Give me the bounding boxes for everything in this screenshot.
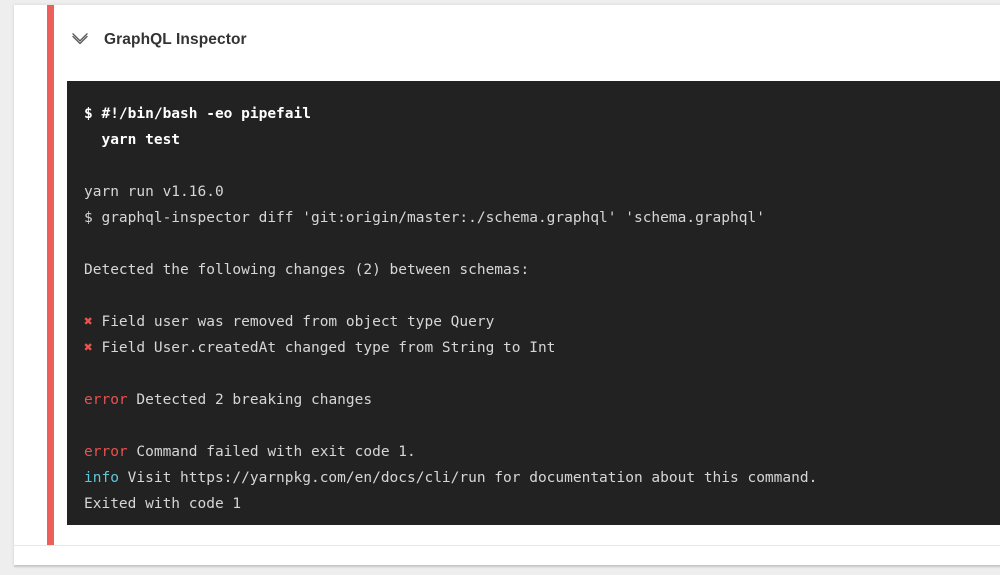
terminal-line xyxy=(84,153,1000,179)
terminal-line: yarn test xyxy=(84,132,181,148)
build-step-card: GraphQL Inspector $ #!/bin/bash -eo pipe… xyxy=(14,4,1000,565)
terminal-line: Exited with code 1 xyxy=(84,496,242,512)
log-level-tag-error: error xyxy=(84,392,128,408)
breaking-change-icon: ✖ xyxy=(84,314,93,330)
terminal-line: yarn run v1.16.0 xyxy=(84,184,224,200)
chevron-down-icon[interactable] xyxy=(68,28,92,52)
terminal-line: error Command failed with exit code 1. xyxy=(84,439,1000,465)
breaking-change-text: Field user was removed from object type … xyxy=(92,314,495,330)
terminal-line: ✖ Field User.createdAt changed type from… xyxy=(84,335,1000,361)
log-message-text: Visit https://yarnpkg.com/en/docs/cli/ru… xyxy=(118,470,818,486)
breaking-change-text: Field User.createdAt changed type from S… xyxy=(92,340,556,356)
log-level-tag-info: info xyxy=(84,470,119,486)
terminal-line: $ #!/bin/bash -eo pipefail xyxy=(84,106,311,122)
terminal-line xyxy=(84,231,1000,257)
terminal-line: info Visit https://yarnpkg.com/en/docs/c… xyxy=(84,465,1000,491)
terminal-log-output[interactable]: $ #!/bin/bash -eo pipefail yarn test yar… xyxy=(67,81,1000,525)
section-divider xyxy=(14,545,1000,546)
terminal-line xyxy=(84,283,1000,309)
log-message-text: Command failed with exit code 1. xyxy=(127,444,416,460)
log-level-tag-error: error xyxy=(84,444,128,460)
card-bottom-shadow xyxy=(14,565,1000,569)
terminal-line xyxy=(84,361,1000,387)
section-header-graphql-inspector[interactable]: GraphQL Inspector xyxy=(68,23,247,57)
log-message-text: Detected 2 breaking changes xyxy=(127,392,373,408)
terminal-line: $ graphql-inspector diff 'git:origin/mas… xyxy=(84,210,765,226)
terminal-line: ✖ Field user was removed from object typ… xyxy=(84,309,1000,335)
terminal-line: error Detected 2 breaking changes xyxy=(84,387,1000,413)
terminal-line: Detected the following changes (2) betwe… xyxy=(84,262,530,278)
breaking-change-icon: ✖ xyxy=(84,340,93,356)
terminal-line xyxy=(84,413,1000,439)
terminal-log-lines: $ #!/bin/bash -eo pipefail yarn test yar… xyxy=(84,101,1000,517)
section-title: GraphQL Inspector xyxy=(104,31,247,48)
status-rail-failed xyxy=(47,5,54,545)
